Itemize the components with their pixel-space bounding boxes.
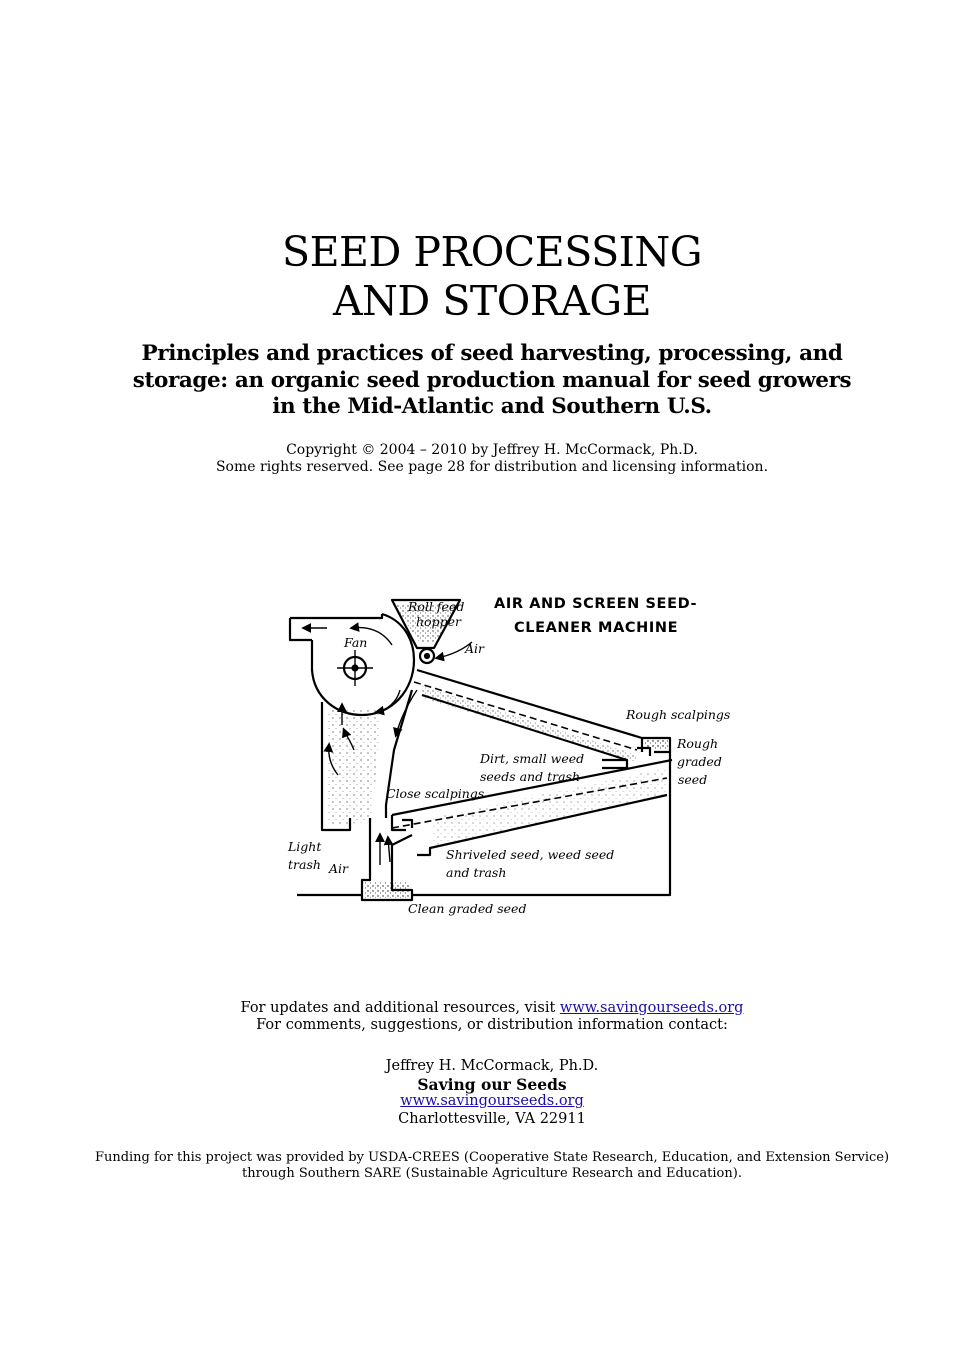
subtitle-line-3: in the Mid-Atlantic and Southern U.S. [272,394,712,419]
resources-line-2: For comments, suggestions, or distributi… [256,1017,728,1033]
label-roll-feed: Roll feed [408,599,465,614]
funding-line-1: Funding for this project was provided by… [94,1150,890,1165]
label-dirt-small-weed: Dirt, small weed [480,751,585,766]
subtitle-line-1: Principles and practices of seed harvest… [141,341,843,366]
seed-cleaner-illustration: AIR AND SCREEN SEED- CLEANER MACHINE Rol… [282,590,730,920]
label-hopper: hopper [416,614,461,629]
copyright-notice: Copyright © 2004 – 2010 by Jeffrey H. Mc… [0,442,954,476]
resources-visit-text: For updates and additional resources, vi… [240,1000,560,1016]
label-graded: graded [677,754,722,769]
contact-website-link[interactable]: www.savingourseeds.org [400,1093,584,1109]
label-close-scalpings: Close scalpings [386,786,485,801]
label-and-trash: and trash [446,865,507,880]
label-trash: trash [288,857,321,872]
contact-name: Jeffrey H. McCormack, Ph.D. [385,1058,599,1074]
seed-cleaner-drawing [288,598,673,902]
label-rough: Rough [677,736,719,751]
resources-section: For updates and additional resources, vi… [0,1000,954,1034]
label-air-top: Air [465,641,485,656]
funding-line-2: through Southern SARE (Sustainable Agric… [242,1165,742,1181]
funding-notice: Funding for this project was provided by… [0,1150,954,1181]
figure-title-line-2: CLEANER MACHINE [514,620,679,636]
contact-address: Charlottesville, VA 22911 [398,1110,586,1127]
resources-line-1: For updates and additional resources, vi… [0,1000,954,1017]
title-line-2: AND STORAGE [332,277,652,325]
contact-block: Jeffrey H. McCormack, Ph.D. Saving our S… [0,1058,954,1128]
copyright-line-1: Copyright © 2004 – 2010 by Jeffrey H. Mc… [286,442,698,458]
contact-organization: Saving our Seeds [417,1074,567,1094]
label-shriveled-seed: Shriveled seed, weed seed [446,847,615,862]
label-fan: Fan [344,635,368,650]
copyright-line-2: Some rights reserved. See page 28 for di… [215,459,769,475]
label-seed: seed [678,772,708,787]
document-subtitle: Principles and practices of seed harvest… [0,341,954,421]
label-light: Light [288,839,322,854]
label-seeds-and-trash: seeds and trash [480,769,580,784]
document-title: SEED PROCESSING AND STORAGE [0,228,954,326]
label-rough-scalpings: Rough scalpings [626,707,731,722]
website-link[interactable]: www.savingourseeds.org [559,1000,744,1016]
label-air-bottom: Air [329,861,349,876]
title-line-1: SEED PROCESSING [282,228,703,276]
figure-title-line-1: AIR AND SCREEN SEED- [494,596,698,612]
subtitle-line-2: storage: an organic seed production manu… [132,367,852,393]
label-clean-graded-seed: Clean graded seed [408,901,527,916]
